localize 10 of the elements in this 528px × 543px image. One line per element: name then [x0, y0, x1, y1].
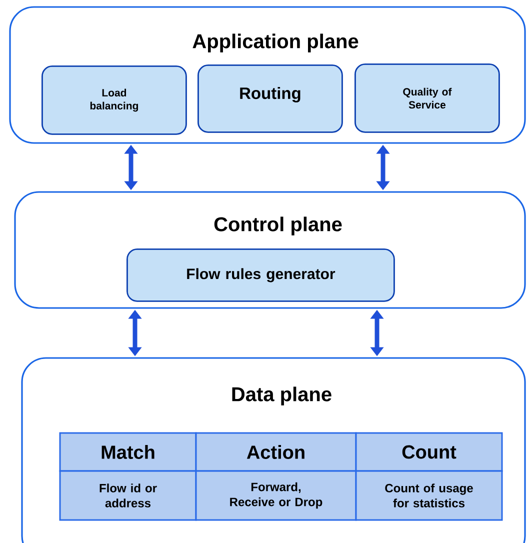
table-cell: Forward, Receive or Drop: [195, 470, 357, 521]
table-header-cell: Action: [195, 432, 357, 472]
table-cell: Flow id or address: [59, 470, 197, 521]
function-box: Quality of Service: [354, 64, 500, 133]
table-header-cell: Count: [355, 432, 503, 472]
table-header-cell: Match: [59, 432, 197, 472]
function-box: Routing: [198, 64, 343, 133]
function-box: Load balancing: [42, 66, 187, 135]
table-cell: Count of usage for statistics: [355, 470, 503, 521]
function-box: Flow rules generator: [126, 248, 395, 302]
